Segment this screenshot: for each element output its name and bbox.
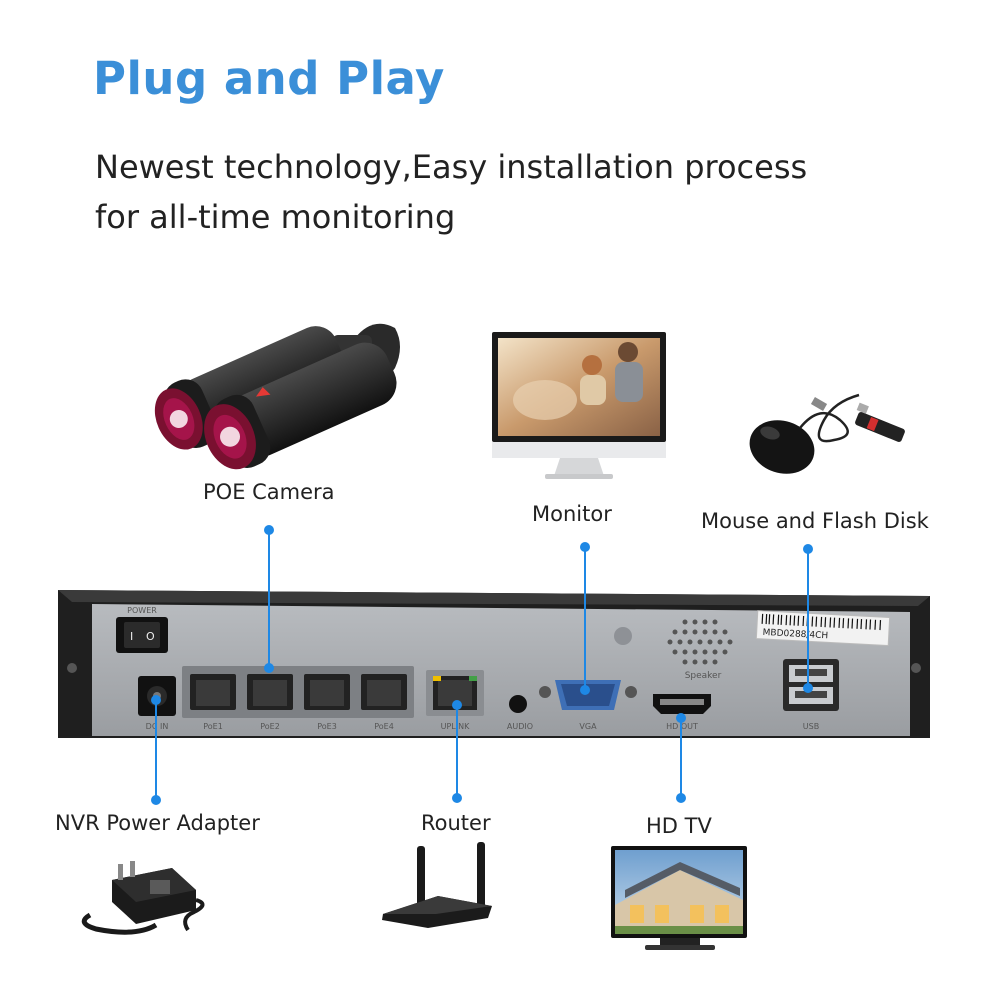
hd-tv-icon: [611, 846, 747, 950]
poe-port-label: PoE2: [260, 722, 280, 731]
poe-ports: PoE1 PoE2 PoE3 PoE4: [190, 674, 407, 731]
power-label: POWER: [127, 606, 157, 615]
audio-label: AUDIO: [507, 722, 533, 731]
svg-text:O: O: [146, 630, 155, 643]
power-adapter-label: NVR Power Adapter: [55, 811, 260, 835]
monitor-icon: [492, 332, 666, 479]
monitor-label: Monitor: [532, 502, 612, 526]
subtitle-line-2: for all-time monitoring: [95, 198, 456, 236]
poe-port-label: PoE4: [374, 722, 394, 731]
poe-port-label: PoE1: [203, 722, 223, 731]
speaker-label: Speaker: [685, 671, 722, 681]
router-icon: [382, 842, 492, 928]
hdmi-label: HD OUT: [666, 722, 698, 731]
power-adapter-icon: [81, 861, 205, 935]
nvr-recorder: I O POWER DC IN PoE1 PoE2 PoE3 PoE4: [58, 590, 930, 738]
mouse-flash-label: Mouse and Flash Disk: [701, 509, 929, 533]
mouse-and-flash-disk-icon: [749, 393, 905, 474]
speaker-grill: [667, 619, 733, 665]
uplink-label: UPLINK: [441, 722, 470, 731]
router-label: Router: [421, 811, 491, 835]
usb-label: USB: [803, 722, 819, 731]
subtitle-line-1: Newest technology,Easy installation proc…: [95, 148, 808, 186]
svg-text:I: I: [130, 630, 133, 643]
model-label: MBD0288/4CH: [762, 628, 828, 641]
hd-tv-label: HD TV: [646, 814, 712, 838]
poe-camera-label: POE Camera: [203, 480, 335, 504]
connector-lines: [151, 525, 813, 805]
vga-label: VGA: [579, 722, 597, 731]
poe-port-label: PoE3: [317, 722, 337, 731]
poe-camera-icon: [154, 323, 400, 470]
page-title: Plug and Play: [93, 52, 445, 105]
dc-in-label: DC IN: [146, 722, 169, 731]
